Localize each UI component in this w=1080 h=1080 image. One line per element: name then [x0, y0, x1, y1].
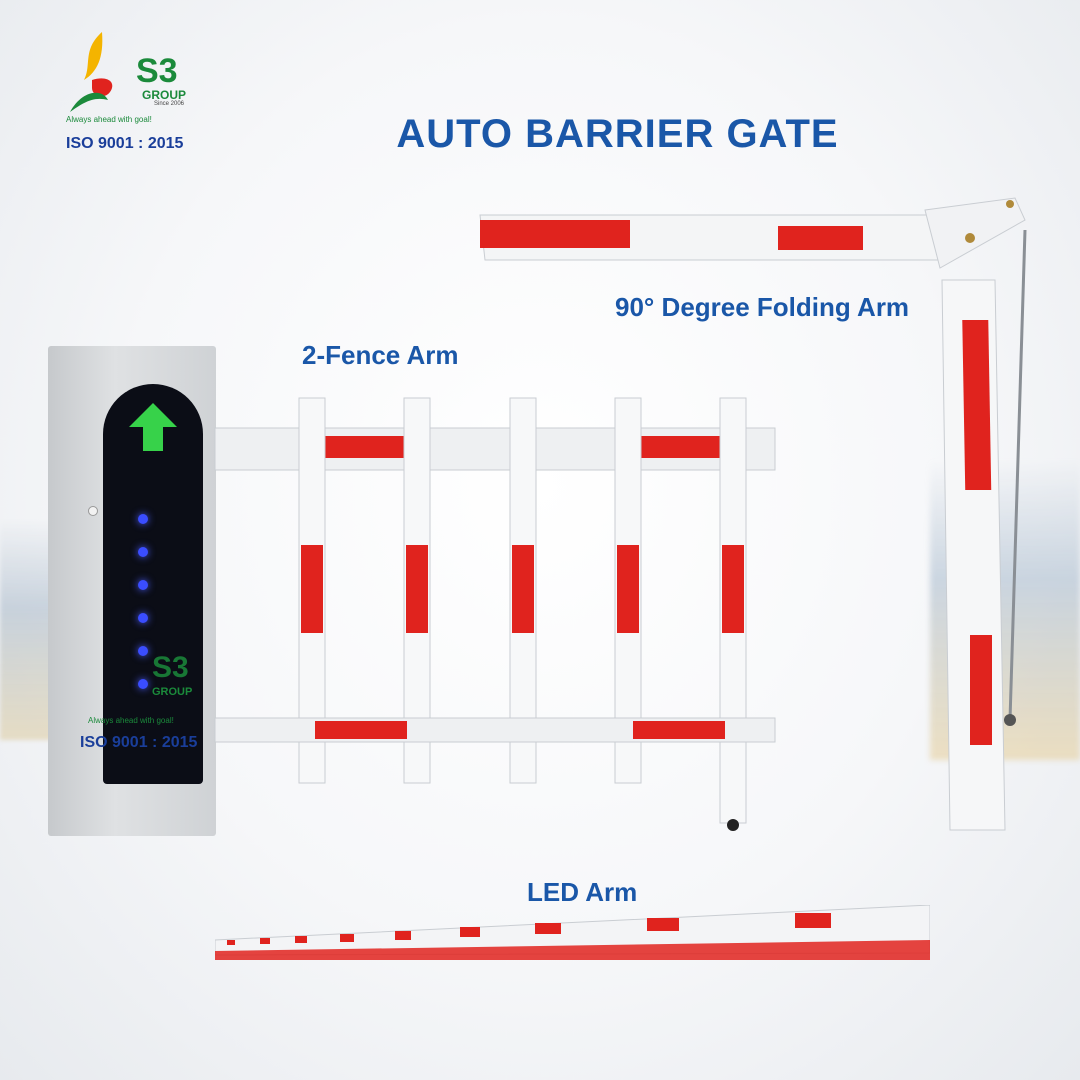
led-arm-image: [215, 905, 930, 960]
logo-tagline: Always ahead with goal!: [66, 115, 152, 124]
blue-led-light: [138, 679, 148, 689]
fence-arm-image: [214, 397, 776, 831]
blue-led-light: [138, 646, 148, 656]
logo-group: GROUP: [142, 88, 187, 102]
label-led-arm: LED Arm: [527, 877, 638, 907]
blue-led-light: [138, 613, 148, 623]
watermark-tagline: Always ahead with goal!: [88, 716, 174, 725]
blue-led-light: [138, 547, 148, 557]
watermark-iso: ISO 9001 : 2015: [80, 734, 198, 751]
blue-led-light: [138, 580, 148, 590]
watermark-brand: S3: [152, 651, 189, 684]
cabinet-lock: [88, 506, 98, 516]
logo-since: Since 2006: [154, 101, 185, 107]
led-display-panel: [103, 384, 203, 784]
label-folding-arm: 90° Degree Folding Arm: [615, 292, 910, 322]
flame-logo-icon: [70, 32, 113, 112]
barrier-cabinet: S3 GROUP Always ahead with goal! ISO 900…: [48, 346, 216, 836]
page-title: AUTO BARRIER GATE: [396, 112, 839, 156]
company-logo: S3 GROUP Since 2006 Always ahead with go…: [62, 30, 222, 160]
label-fence-arm: 2-Fence Arm: [302, 340, 459, 370]
folding-arm-image: [479, 197, 1027, 831]
watermark-group: GROUP: [152, 686, 193, 698]
logo-brand: S3: [136, 52, 178, 90]
blue-led-light: [138, 514, 148, 524]
iso-certification: ISO 9001 : 2015: [66, 135, 184, 152]
green-arrow-up-icon: [129, 403, 177, 451]
